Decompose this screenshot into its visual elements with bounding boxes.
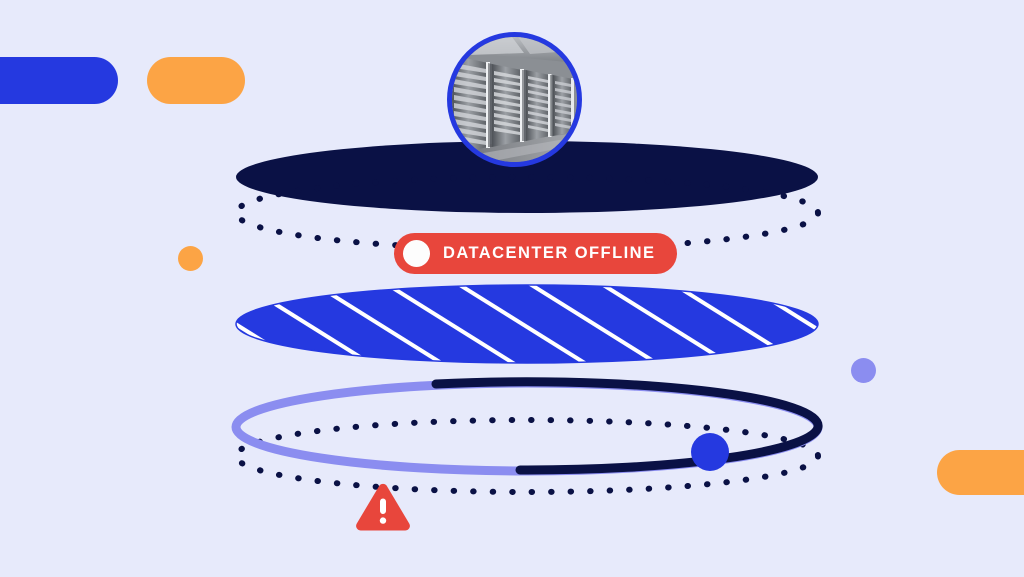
dotted-ellipse-upper: [233, 174, 821, 252]
status-indicator-icon: [403, 240, 430, 267]
status-badge-label: DATACENTER OFFLINE: [443, 244, 656, 263]
datacenter-photo-image: [452, 37, 577, 162]
outline-ring-navy-arc: [431, 377, 823, 475]
decorative-dot-orange-left: [178, 246, 203, 271]
striped-blue-ellipse-edge: [235, 284, 819, 364]
status-badge[interactable]: DATACENTER OFFLINE: [394, 233, 678, 274]
ring-node-marker: [691, 433, 729, 471]
dotted-ellipse-lower: [233, 417, 821, 495]
decorative-pill-orange-right: [937, 450, 1024, 495]
striped-blue-ellipse: [236, 285, 818, 363]
warning-triangle-icon: [356, 483, 410, 531]
decorative-dot-periwinkle-right: [851, 358, 876, 383]
decorative-pill-blue-topleft: [0, 57, 118, 104]
navy-solid-ellipse: [236, 141, 818, 213]
datacenter-photo-circle: [447, 32, 582, 167]
decorative-pill-orange-topleft: [147, 57, 245, 104]
